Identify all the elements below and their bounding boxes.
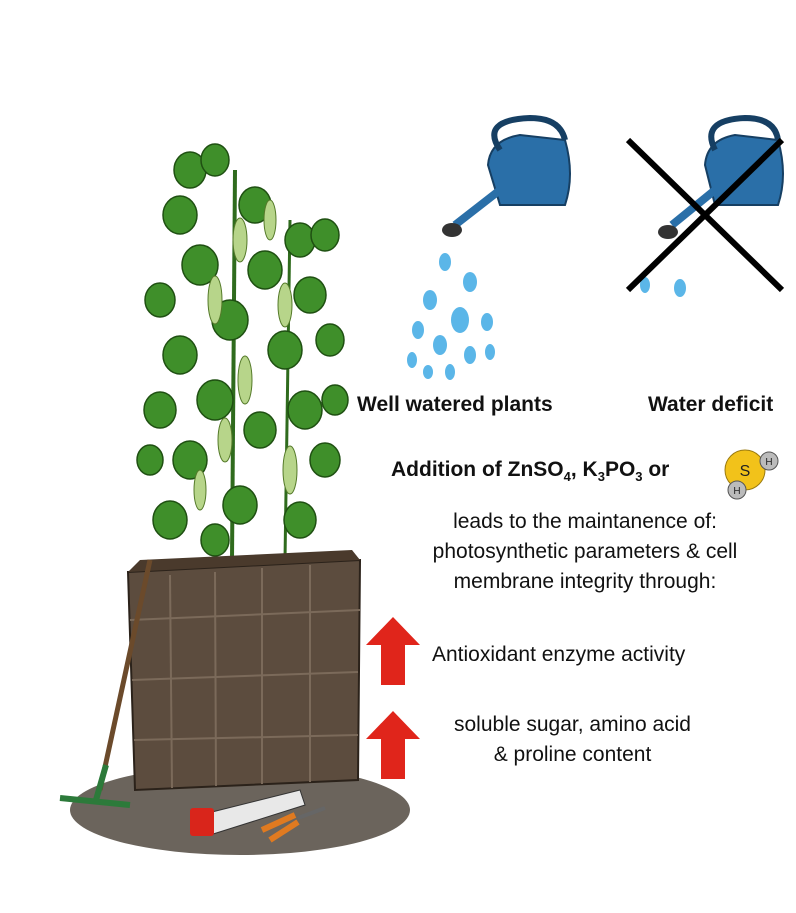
effect-description: leads to the maintanence of: photosynthe…	[380, 507, 790, 597]
effect-line: membrane integrity through:	[453, 570, 717, 593]
rake-icon	[59, 559, 153, 808]
label-well-watered: Well watered plants	[357, 393, 553, 416]
addition-heading: Addition of ZnSO4, K3PO3 or	[391, 458, 669, 484]
watering-can-icon	[442, 114, 571, 237]
subscript: 4	[563, 469, 571, 484]
subscript: 3	[597, 469, 605, 484]
effect-line: photosynthetic parameters & cell	[432, 540, 738, 563]
pruner-icon	[260, 806, 326, 843]
subscript: 3	[635, 469, 643, 484]
addition-text: , K	[570, 458, 598, 481]
hydrogen-sulfide-molecule-icon: S H H	[724, 449, 779, 500]
addition-text: PO	[604, 458, 636, 481]
saw-icon	[190, 789, 306, 836]
atom-h: H	[733, 486, 740, 497]
outcome-sugar-proline: soluble sugar, amino acid & proline cont…	[420, 710, 725, 770]
wooden-box-icon	[126, 550, 362, 792]
effect-line: leads to the maintanence of:	[453, 510, 717, 533]
atom-h: H	[765, 457, 772, 468]
addition-prefix: Addition of ZnSO	[391, 458, 564, 481]
up-arrow-icon	[366, 617, 420, 685]
atom-s: S	[740, 463, 751, 480]
up-arrow-icon	[366, 711, 420, 779]
outcome-line: soluble sugar, amino acid	[454, 713, 691, 736]
addition-suffix: or	[642, 458, 670, 481]
outcome-line: & proline content	[493, 743, 652, 766]
water-drops-icon	[407, 253, 495, 380]
outcome-antioxidant: Antioxidant enzyme activity	[432, 643, 686, 666]
plant-icon	[136, 143, 349, 561]
label-water-deficit: Water deficit	[648, 393, 774, 416]
watering-can-crossed-icon	[625, 114, 785, 297]
